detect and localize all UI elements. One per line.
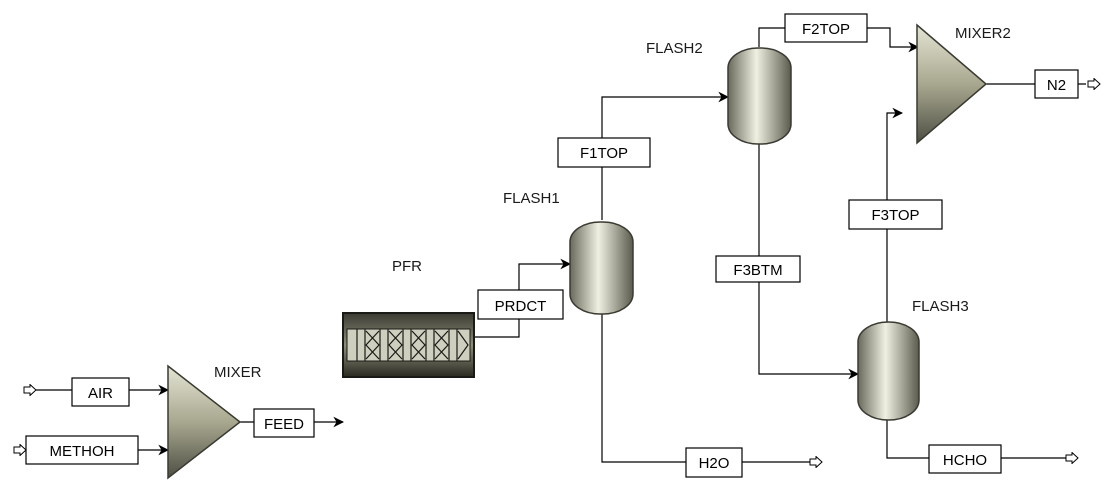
flash2-label: FLASH2 <box>646 40 703 57</box>
stream-tag-feed[interactable]: FEED <box>253 408 315 438</box>
stream-hcho-label: HCHO <box>943 452 987 469</box>
stream-tag-f3btm[interactable]: F3BTM <box>715 255 801 283</box>
stream-tag-methoh[interactable]: METHOH <box>25 435 139 465</box>
mixer2-block[interactable] <box>916 23 988 145</box>
flash1-vessel[interactable] <box>569 221 634 315</box>
stream-f3top-label: F3TOP <box>871 207 919 224</box>
flash3-vessel[interactable] <box>857 321 920 421</box>
stream-prdct-line[interactable] <box>474 264 570 338</box>
stream-methoh-label: METHOH <box>50 443 115 460</box>
stream-lines <box>12 27 1100 463</box>
stream-tag-f2top[interactable]: F2TOP <box>784 13 868 43</box>
stream-f3top-line[interactable] <box>886 113 902 322</box>
stream-n2-label: N2 <box>1047 77 1066 94</box>
flash2-vessel[interactable] <box>727 47 792 145</box>
stream-tag-prdct[interactable]: PRDCT <box>477 289 564 320</box>
stream-air-label: AIR <box>88 385 113 402</box>
block-labels: MIXER PFR FLASH1 FLASH2 FLASH3 MIXER2 <box>214 25 1011 381</box>
stream-tag-n2[interactable]: N2 <box>1034 69 1079 99</box>
stream-f3btm-line[interactable] <box>758 144 858 374</box>
stream-tag-f1top[interactable]: F1TOP <box>557 137 651 168</box>
flash3-label: FLASH3 <box>912 298 969 315</box>
reactor-tubes-icon <box>356 329 469 361</box>
stream-h2o-label: H2O <box>699 455 730 472</box>
stream-f2top-line[interactable] <box>758 27 918 47</box>
stream-tag-hcho[interactable]: HCHO <box>928 444 1002 474</box>
flash1-label: FLASH1 <box>503 190 560 207</box>
stream-f1top-line[interactable] <box>601 97 728 220</box>
stream-tag-air[interactable]: AIR <box>71 377 130 407</box>
pfr-reactor-block[interactable] <box>342 312 475 378</box>
stream-h2o-line[interactable] <box>601 314 812 463</box>
mixer2-label: MIXER2 <box>955 25 1011 42</box>
stream-f2top-label: F2TOP <box>802 21 850 38</box>
stream-f1top-label: F1TOP <box>580 145 628 162</box>
stream-f3btm-label: F3BTM <box>733 262 782 279</box>
pfr-label: PFR <box>392 258 422 275</box>
mixer-label: MIXER <box>214 364 262 381</box>
stream-feed-label: FEED <box>264 416 304 433</box>
mixer-block[interactable] <box>167 364 242 480</box>
stream-tag-f3top[interactable]: F3TOP <box>848 199 943 230</box>
stream-tag-h2o[interactable]: H2O <box>685 447 743 478</box>
stream-hcho-line[interactable] <box>886 420 1066 459</box>
stream-prdct-label: PRDCT <box>495 298 547 315</box>
